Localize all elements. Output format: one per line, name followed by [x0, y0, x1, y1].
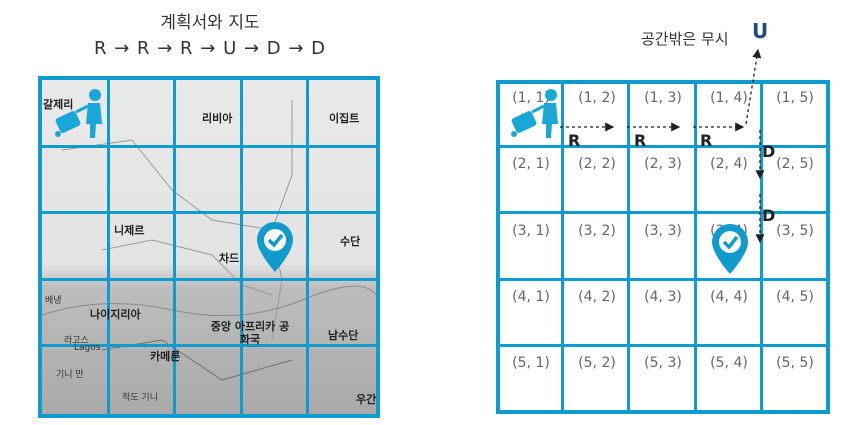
map-label-cameroon: 카메룬: [150, 350, 181, 363]
map-label-nigeria: 나이지리아: [90, 308, 141, 321]
map-label-chad: 차드: [219, 252, 240, 265]
move-d-2: D: [762, 206, 776, 225]
plan-sequence: R → R → R → U → D → D: [93, 38, 327, 59]
map-label-eq-guinea: 적도 기니: [122, 393, 158, 403]
cell-2-2: (2, 2): [578, 156, 616, 172]
out-of-bounds-note: 공간밖은 무시: [641, 30, 729, 48]
map-borders: [42, 100, 376, 381]
move-r-2: R: [634, 131, 647, 150]
cell-2-3: (2, 3): [644, 156, 682, 172]
cell-5-1: (5, 1): [512, 355, 550, 371]
cell-5-3: (5, 3): [644, 355, 682, 371]
move-d-1: D: [762, 142, 776, 161]
cell-3-4: (3, 4): [710, 223, 748, 239]
cell-1-2: (1, 2): [578, 90, 616, 106]
cell-1-3: (1, 3): [644, 90, 682, 106]
map-label-gulf-of-guinea: 기니 만: [56, 370, 84, 380]
map-label-niger: 니제르: [114, 224, 145, 237]
map-label-car: 중앙 아프리카 공화국: [210, 320, 290, 346]
cell-4-4: (4, 4): [710, 289, 748, 305]
cell-4-3: (4, 3): [644, 289, 682, 305]
map-label-egypt: 이집트: [329, 112, 360, 125]
move-r-1: R: [568, 131, 581, 150]
map-grid: 갈제리 리비아 이집트 니제르 차드 수단 베냉 나이지리아 라고스 Lagos…: [38, 76, 380, 418]
coordinate-grid: (1, 1) (1, 2) (1, 3) (1, 4) (1, 5) (2, 1…: [496, 80, 830, 414]
left-title: 계획서와 지도: [160, 13, 260, 33]
map-label-sudan: 수단: [340, 235, 361, 248]
cell-1-5: (1, 5): [776, 90, 814, 106]
map-label-benin: 베냉: [45, 296, 62, 306]
map-label-algeria: 갈제리: [43, 98, 74, 111]
map-label-uganda: 우간: [356, 393, 377, 406]
map-label-lagos-en: Lagos: [74, 343, 101, 353]
cell-3-3: (3, 3): [644, 223, 682, 239]
cell-4-1: (4, 1): [512, 289, 550, 305]
out-of-bounds-move: U: [752, 19, 769, 43]
cell-1-4: (1, 4): [710, 90, 748, 106]
cell-1-1: (1, 1): [512, 90, 550, 106]
cell-4-5: (4, 5): [776, 289, 814, 305]
cell-2-4: (2, 4): [710, 156, 748, 172]
cell-3-5: (3, 5): [776, 223, 814, 239]
move-r-3: R: [700, 131, 713, 150]
map-label-south-sudan: 남수단: [328, 329, 359, 342]
cell-4-2: (4, 2): [578, 289, 616, 305]
cell-2-1: (2, 1): [512, 156, 550, 172]
cell-5-5: (5, 5): [776, 355, 814, 371]
cell-3-1: (3, 1): [512, 223, 550, 239]
cell-3-2: (3, 2): [578, 223, 616, 239]
map-label-lagos-kr: 라고스: [64, 336, 89, 346]
cell-5-2: (5, 2): [578, 355, 616, 371]
cell-2-5: (2, 5): [776, 156, 814, 172]
map-label-libya: 리비아: [202, 112, 233, 125]
cell-5-4: (5, 4): [710, 355, 748, 371]
